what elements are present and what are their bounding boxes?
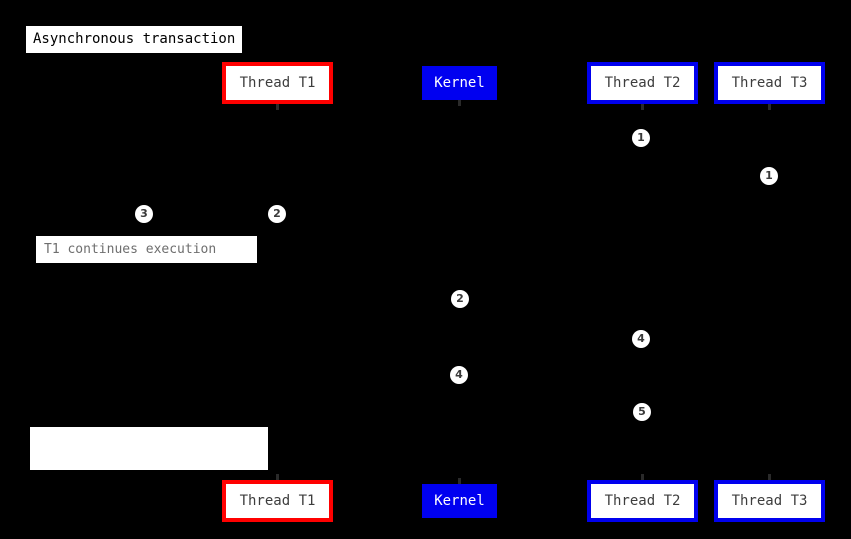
lifeline-stub-kernel-bottom — [458, 478, 461, 484]
participant-thread-t1-top[interactable]: Thread T1 — [222, 62, 333, 104]
participant-thread-t3-bottom[interactable]: Thread T3 — [714, 480, 825, 522]
step-badge-5-t2[interactable]: 5 — [633, 403, 651, 421]
lifeline-stub-t1-bottom — [276, 474, 279, 480]
lifeline-stub-t2-bottom — [641, 474, 644, 480]
lifeline-stub-kernel-top — [458, 100, 461, 106]
diagram-title: Asynchronous transaction — [26, 26, 243, 53]
step-badge-4-t2[interactable]: 4 — [632, 330, 650, 348]
lifeline-stub-t2-top — [641, 104, 644, 110]
step-badge-2-kernel[interactable]: 2 — [451, 290, 469, 308]
step-badge-4-kernel[interactable]: 4 — [450, 366, 468, 384]
note-t1-continues-execution: T1 continues execution — [36, 236, 257, 263]
lifeline-stub-t1-top — [276, 104, 279, 110]
participant-kernel-top[interactable]: Kernel — [422, 66, 497, 100]
participant-thread-t2-bottom[interactable]: Thread T2 — [587, 480, 698, 522]
lifeline-stub-t3-bottom — [768, 474, 771, 480]
lifeline-stub-t3-top — [768, 104, 771, 110]
step-badge-1-t2[interactable]: 1 — [632, 129, 650, 147]
participant-thread-t1-bottom[interactable]: Thread T1 — [222, 480, 333, 522]
step-badge-1-t3[interactable]: 1 — [760, 167, 778, 185]
participant-thread-t3-top[interactable]: Thread T3 — [714, 62, 825, 104]
step-badge-3-t1[interactable]: 3 — [135, 205, 153, 223]
participant-kernel-bottom[interactable]: Kernel — [422, 484, 497, 518]
step-badge-2-t1[interactable]: 2 — [268, 205, 286, 223]
note-empty-block — [30, 427, 268, 470]
participant-thread-t2-top[interactable]: Thread T2 — [587, 62, 698, 104]
